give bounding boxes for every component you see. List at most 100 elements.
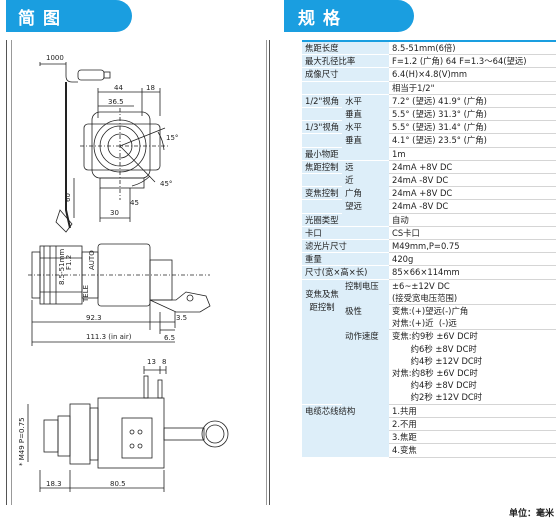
spec-label: 1/2"视角 [302, 94, 343, 109]
spec-value: 7.2° (望远) 41.9° (广角) [389, 94, 556, 109]
control-row: 变焦及焦距控制控制电压±6~±12V DC [302, 279, 556, 405]
wiring-item: 2.不用 [389, 417, 556, 432]
spec-label [302, 107, 343, 122]
wiring-item: 3.焦距 [389, 430, 556, 445]
zoom-mark: 8.5-51mm [58, 249, 66, 285]
dim-18-3: 18.3 [46, 480, 62, 488]
control-row: 约4秒 ±8V DC时 [302, 379, 556, 391]
spec-value: 6.4(H)×4.8(V)mm [389, 67, 556, 82]
control-value: 变焦:(+)望远(-)广角 [392, 306, 469, 317]
control-row: 极性变焦:(+)望远(-)广角 [302, 304, 556, 330]
wiring-row: 2.不用 [302, 417, 556, 432]
wiring-row: 3.焦距 [302, 430, 556, 445]
dim-45-deg: 45° [160, 180, 172, 188]
auto-mark: AUTO [88, 250, 96, 270]
dim-92-3: 92.3 [86, 314, 102, 322]
spec-label: 尺寸(宽×高×长) [302, 265, 390, 280]
spec-value: 24mA +8V DC [389, 186, 556, 201]
spec-label: 变焦控制 [302, 186, 343, 201]
control-value: 对焦:(+)近 (-)远 [389, 317, 556, 331]
dim-1000: 1000 [46, 54, 64, 62]
spec-label [302, 173, 343, 188]
spec-header-title: 规格 [298, 8, 348, 29]
dim-3-5: 3.5 [176, 314, 187, 322]
drawing-header-title: 简图 [18, 8, 68, 29]
control-sublabel: 动作速度 [342, 329, 390, 405]
control-sublabel: 控制电压 [342, 279, 390, 305]
spec-value: CS卡口 [389, 226, 556, 241]
spec-label: 重量 [302, 252, 390, 267]
spec-label [302, 81, 390, 95]
spec-label: 光圈类型 [302, 213, 390, 227]
control-label: 变焦及焦距控制 [302, 279, 343, 405]
wiring-row: 4.变焦 [302, 443, 556, 458]
spec-sublabel: 垂直 [342, 107, 390, 121]
spec-value: 4.1° (望远) 23.5° (广角) [389, 133, 556, 148]
spec-sublabel: 远 [342, 160, 390, 174]
dim-44: 44 [114, 84, 123, 92]
spec-value: 相当于1/2" [389, 81, 556, 95]
spec-value: 8.5-51mm(6倍) [389, 40, 556, 56]
spec-sublabel: 水平 [342, 94, 390, 108]
tele-mark: TELE [82, 285, 90, 303]
spec-label: 最小物距 [302, 147, 390, 161]
drawing-frame [6, 40, 270, 505]
dim-30: 30 [110, 209, 119, 217]
lens-drawing: 8.5-51mm F1.2 AUTO TELE 1000 44 18 36.5 … [18, 54, 229, 492]
wiring-item: 1.共用 [389, 404, 556, 418]
spec-label [302, 199, 343, 214]
dim-m49: * M49 P=0.75 [18, 417, 26, 466]
spec-sublabel: 望远 [342, 199, 390, 214]
control-row: 动作速度变焦:约9秒 ±6V DC时 [302, 329, 556, 405]
control-value: 约4秒 ±8V DC时 [392, 380, 477, 391]
control-value: 约6秒 ±8V DC时 [392, 343, 477, 354]
spec-label: 最大孔径比率 [302, 54, 390, 69]
spec-value: 24mA -8V DC [389, 199, 556, 214]
control-sublabel: 极性 [342, 304, 390, 330]
control-row: 对焦:(+)近 (-)远 [302, 317, 556, 331]
wiring-label: 电缆芯线结构 [302, 404, 390, 458]
control-row: 约4秒 ±12V DC时 [302, 355, 556, 367]
dimension-labels: 1000 44 18 36.5 15° 45° 30 60 45 92.3 3.… [18, 54, 187, 488]
spec-label: 焦距长度 [302, 40, 390, 56]
control-row: 约6秒 ±8V DC时 [302, 343, 556, 355]
dim-18: 18 [146, 84, 155, 92]
spec-sublabel: 广角 [342, 186, 390, 200]
spec-row: 光圈类型自动 [302, 213, 556, 227]
control-row: (接受宽电压范围) [302, 291, 556, 306]
spec-value: 24mA -8V DC [389, 173, 556, 188]
control-row: 对焦:约8秒 ±6V DC时 [302, 367, 556, 379]
spec-row: 尺寸(宽×高×长)85×66×114mm [302, 265, 556, 280]
dim-8: 8 [162, 358, 166, 366]
fnumber-mark: F1.2 [65, 255, 73, 270]
dim-45: 45 [130, 199, 139, 207]
spec-value: 1m [389, 147, 556, 161]
spec-value: 5.5° (望远) 31.4° (广角) [389, 120, 556, 135]
control-value: 约2秒 ±12V DC时 [389, 391, 556, 405]
lens-marks: 8.5-51mm F1.2 AUTO TELE [58, 249, 96, 303]
unit-note: 单位：毫米 [508, 509, 554, 519]
spec-label: 成像尺寸 [302, 67, 390, 82]
spec-value: F=1.2 (广角) 64 F=1.3～64(望远) [389, 54, 556, 69]
spec-sublabel: 垂直 [342, 133, 390, 148]
spec-value: 自动 [389, 213, 556, 227]
spec-label: 卡口 [302, 226, 390, 241]
dim-6-5: 6.5 [164, 334, 175, 342]
dim-15-deg: 15° [166, 134, 178, 142]
control-value: (接受宽电压范围) [389, 291, 556, 306]
drawing-header: 简图 [6, 0, 132, 32]
